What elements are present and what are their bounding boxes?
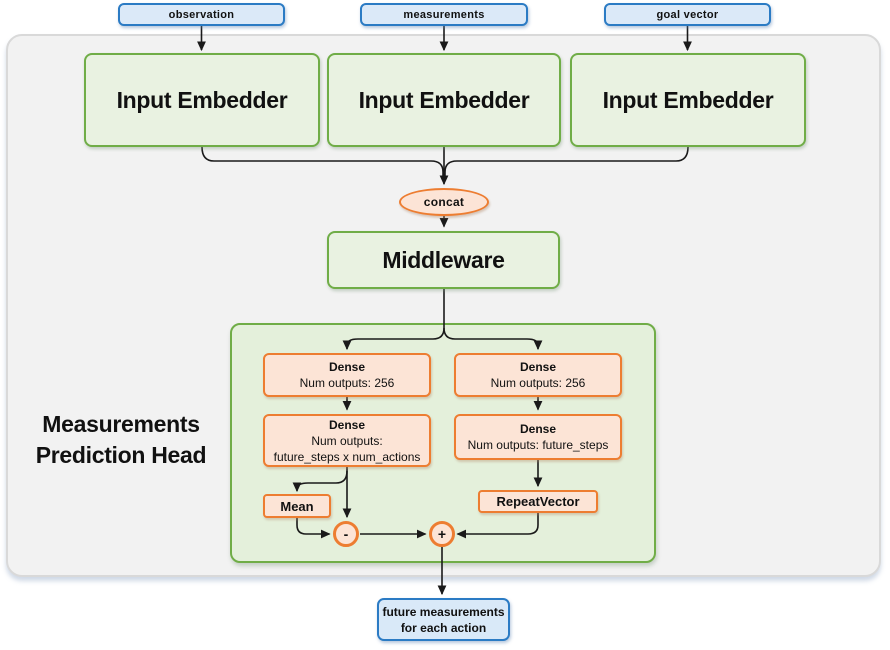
dense-right-steps: Dense Num outputs: future_steps <box>454 414 622 460</box>
dense-title: Dense <box>328 417 366 432</box>
mean-label: Mean <box>280 498 314 514</box>
head-title: Measurements Prediction Head <box>20 409 222 471</box>
output-node-future-measurements: future measurements for each action <box>377 598 510 641</box>
minus-operator: - <box>333 521 359 547</box>
middleware-node: Middleware <box>327 231 560 289</box>
mean-node: Mean <box>263 494 331 518</box>
repeatvector-node: RepeatVector <box>478 490 598 513</box>
dense-title: Dense <box>519 360 557 374</box>
input-node-observation: observation <box>118 3 285 26</box>
dense-title: Dense <box>328 360 366 374</box>
measurements-label: measurements <box>403 8 485 21</box>
plus-operator: + <box>429 521 455 547</box>
dense-title: Dense <box>519 422 557 436</box>
input-embedder-measurements: Input Embedder <box>327 53 561 147</box>
input-embedder-label: Input Embedder <box>602 86 774 113</box>
plus-symbol: + <box>437 526 447 542</box>
goal-vector-label: goal vector <box>656 8 719 21</box>
observation-label: observation <box>168 8 235 21</box>
input-embedder-label: Input Embedder <box>116 86 288 113</box>
repeatvector-label: RepeatVector <box>496 494 580 509</box>
input-embedder-observation: Input Embedder <box>84 53 320 147</box>
dense-left-actions: Dense Num outputs: future_steps x num_ac… <box>263 414 431 467</box>
concat-node: concat <box>399 188 489 216</box>
dense-left-256: Dense Num outputs: 256 <box>263 353 431 397</box>
middleware-label: Middleware <box>382 246 505 273</box>
head-title-line2: Prediction Head <box>35 442 207 468</box>
dense-subtitle: Num outputs: 256 <box>490 376 586 390</box>
input-embedder-goal-vector: Input Embedder <box>570 53 806 147</box>
dense-subtitle: Num outputs: 256 <box>299 376 395 390</box>
concat-label: concat <box>423 195 465 209</box>
output-line1: future measurements <box>382 604 505 619</box>
input-node-goal-vector: goal vector <box>604 3 771 26</box>
dense-right-256: Dense Num outputs: 256 <box>454 353 622 397</box>
head-title-line1: Measurements <box>42 411 200 437</box>
dense-subtitle: Num outputs: future_steps <box>467 438 609 452</box>
minus-symbol: - <box>343 526 349 542</box>
input-embedder-label: Input Embedder <box>358 86 530 113</box>
dense-subtitle: Num outputs: <box>311 433 383 448</box>
dense-subtitle2: future_steps x num_actions <box>273 449 421 464</box>
input-node-measurements: measurements <box>360 3 528 26</box>
output-line2: for each action <box>400 620 487 635</box>
